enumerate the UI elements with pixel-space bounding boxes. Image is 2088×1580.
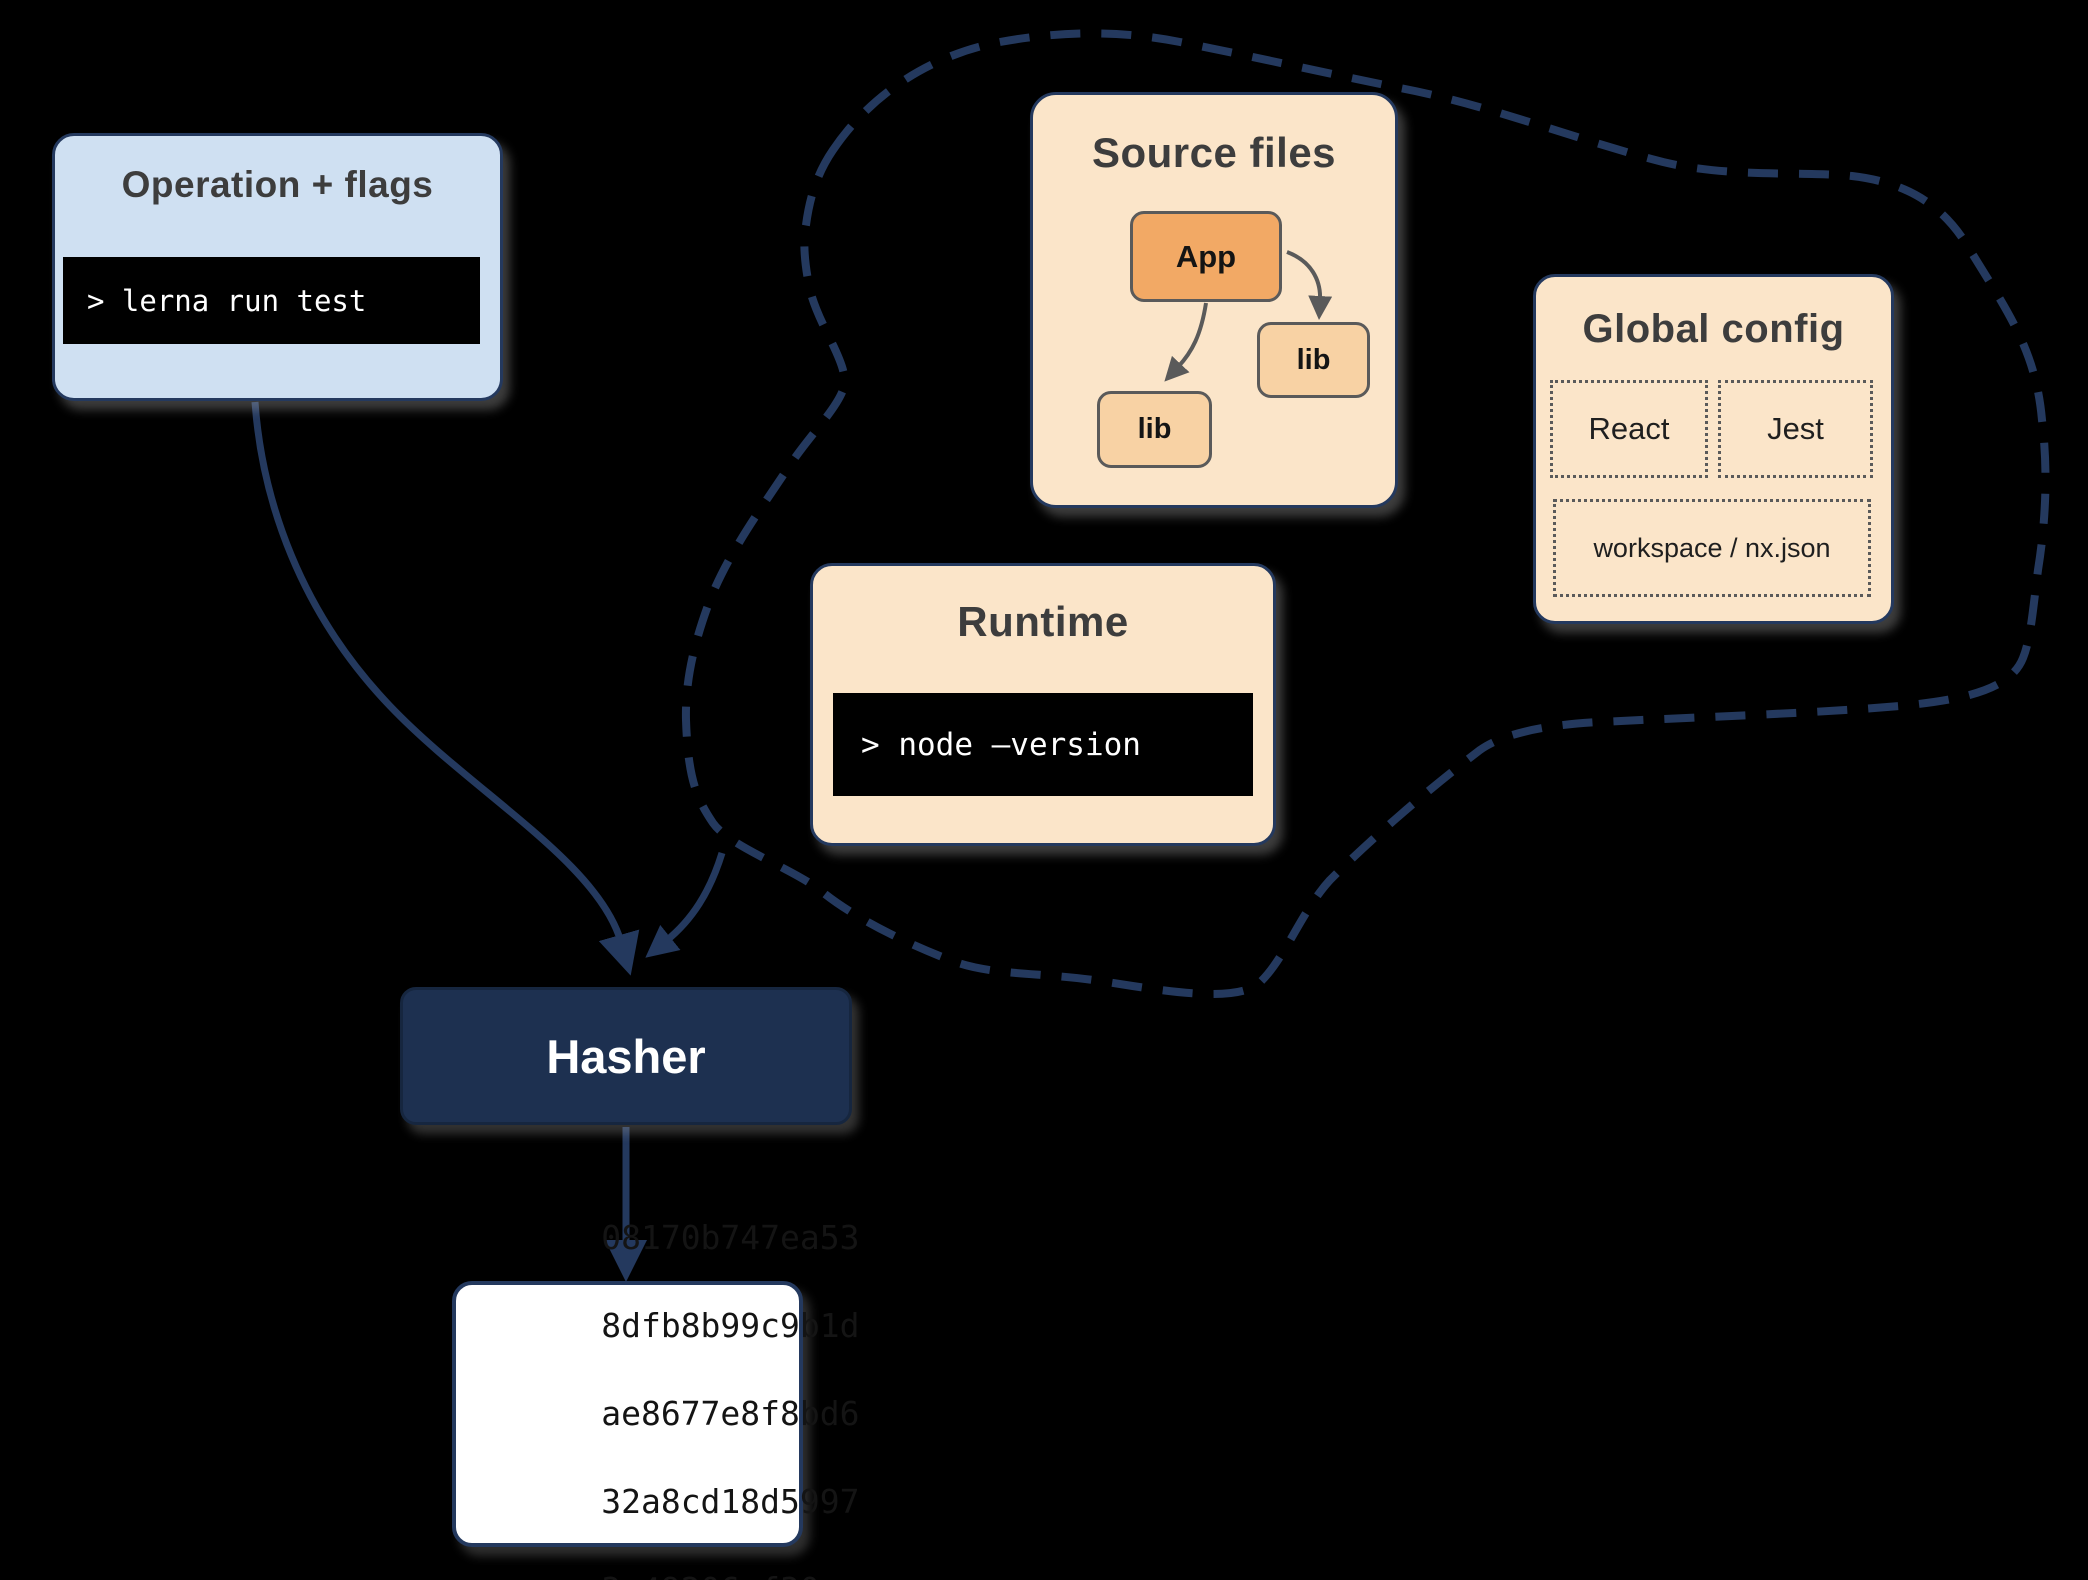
hash-line: 32a8cd18d5997 [601,1482,860,1521]
config-item-react: React [1550,380,1708,478]
hash-line: 08170b747ea53 [601,1218,860,1257]
runtime-box: Runtime > node –version [810,563,1276,846]
hasher-box: Hasher [400,987,852,1125]
source-files-title: Source files [1091,129,1337,176]
operation-box: Operation + flags > lerna run test [52,133,503,401]
config-item-react-label: React [1588,411,1670,446]
hash-line: 8dfb8b99c9b1d [601,1306,860,1345]
global-config-title: Global config [1582,307,1845,351]
hash-line: 3a49206cf30a [601,1570,839,1580]
global-config-box: Global config React Jest workspace / nx.… [1533,274,1894,624]
source-files-box: Source files App lib lib [1030,92,1398,508]
operation-title: Operation + flags [121,164,434,205]
operation-terminal: > lerna run test [63,257,480,344]
lib-node-left-label: lib [1137,413,1172,445]
arrow-cloud-to-hasher [645,851,726,958]
lib-node-right-label: lib [1296,343,1331,376]
app-node: App [1130,211,1282,302]
hash-line: ae8677e8f8bd6 [601,1394,860,1433]
config-item-jest: Jest [1718,380,1873,478]
runtime-command: > node –version [861,726,1141,763]
arrow-operation-to-hasher [251,401,640,976]
config-item-workspace: workspace / nx.json [1553,499,1871,597]
app-node-label: App [1175,238,1237,274]
hasher-label: Hasher [546,1029,706,1083]
lib-node-right: lib [1257,322,1370,398]
lib-node-left: lib [1097,391,1212,468]
hash-output-text: 08170b747ea53 8dfb8b99c9b1d ae8677e8f8bd… [456,1172,860,1580]
config-item-jest-label: Jest [1767,411,1824,446]
runtime-terminal: > node –version [833,693,1253,796]
hash-output-box: 08170b747ea53 8dfb8b99c9b1d ae8677e8f8bd… [452,1218,860,1580]
runtime-title: Runtime [957,598,1129,645]
operation-command: > lerna run test [87,283,367,318]
config-item-workspace-label: workspace / nx.json [1593,532,1831,563]
